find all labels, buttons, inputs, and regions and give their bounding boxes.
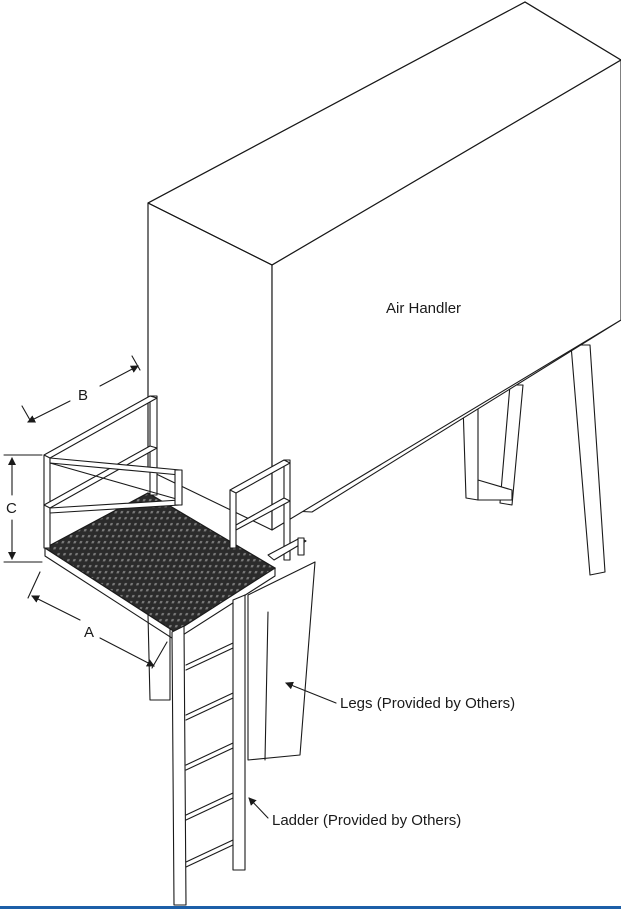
- gate-post-short: [297, 537, 305, 556]
- rail-top-bar: [43, 395, 158, 459]
- dimension-b: B: [21, 355, 141, 423]
- dimension-c: C: [3, 454, 43, 563]
- gate-post-right: [283, 459, 291, 561]
- ladder-rail-right: [232, 594, 246, 871]
- ladder-rung-4b: [185, 797, 234, 821]
- legs-leader: [285, 681, 337, 704]
- dim-b-label: B: [78, 387, 88, 404]
- dim-a-ext-left: [27, 571, 41, 599]
- leg-back-brace: [477, 479, 513, 501]
- handrail-left: [43, 395, 183, 549]
- ladder-leader: [248, 797, 269, 819]
- ladder-rung-2: [185, 692, 234, 716]
- dim-a-arrow-left: [31, 595, 81, 621]
- air-handler-edge-front-top: [147, 202, 273, 266]
- dim-a-arrow-right: [99, 637, 155, 667]
- callouts: [248, 681, 337, 819]
- rail-post-back: [149, 395, 158, 496]
- leg-back-right: [499, 384, 524, 506]
- leg-back-left: [462, 404, 479, 501]
- air-handler-edge-top-right: [524, 1, 621, 61]
- ladder-rung-3b: [185, 747, 234, 771]
- gate-post-left: [229, 489, 237, 549]
- ladder-rail-left: [171, 625, 187, 906]
- dim-b-arrow-right: [99, 365, 139, 387]
- rail-diagonal: [49, 462, 181, 501]
- bottom-rule: [0, 906, 621, 909]
- dim-b-ext-right: [131, 355, 141, 371]
- dimension-a: A: [27, 571, 168, 669]
- legs-label: Legs (Provided by Others): [340, 695, 515, 712]
- leg-far-right: [570, 344, 606, 576]
- handrail-right: [229, 459, 307, 561]
- dim-c-label: C: [6, 500, 17, 517]
- ladder-rung-3: [185, 742, 234, 766]
- air-handler-edge-side-top: [271, 59, 621, 266]
- rail-post-inner: [174, 469, 183, 506]
- dim-b-ext-left: [21, 405, 31, 421]
- ladder-rung-5: [185, 839, 234, 863]
- air-handler-edge-top: [147, 1, 526, 204]
- ladder-rung-1b: [185, 647, 234, 671]
- gate-top-bar: [229, 459, 291, 494]
- ladder: [171, 594, 246, 906]
- air-handler-legs: [147, 344, 606, 761]
- ladder-rung-1: [185, 642, 234, 666]
- ladder-rung-4: [185, 792, 234, 816]
- dim-b-arrow-left: [27, 400, 71, 423]
- ladder-label: Ladder (Provided by Others): [272, 812, 461, 829]
- ladder-rung-5b: [185, 844, 234, 868]
- air-handler-label: Air Handler: [386, 300, 461, 317]
- gate-lower-bar: [267, 537, 307, 561]
- gate-mid-bar: [235, 497, 291, 531]
- air-handler: [147, 1, 621, 531]
- leg-front-wide: [247, 561, 316, 761]
- rail-post-front: [43, 454, 51, 549]
- leg-front-edge: [264, 611, 269, 761]
- ladder-rung-2b: [185, 697, 234, 721]
- dim-a-label: A: [84, 624, 94, 641]
- leg-front-left: [147, 614, 171, 701]
